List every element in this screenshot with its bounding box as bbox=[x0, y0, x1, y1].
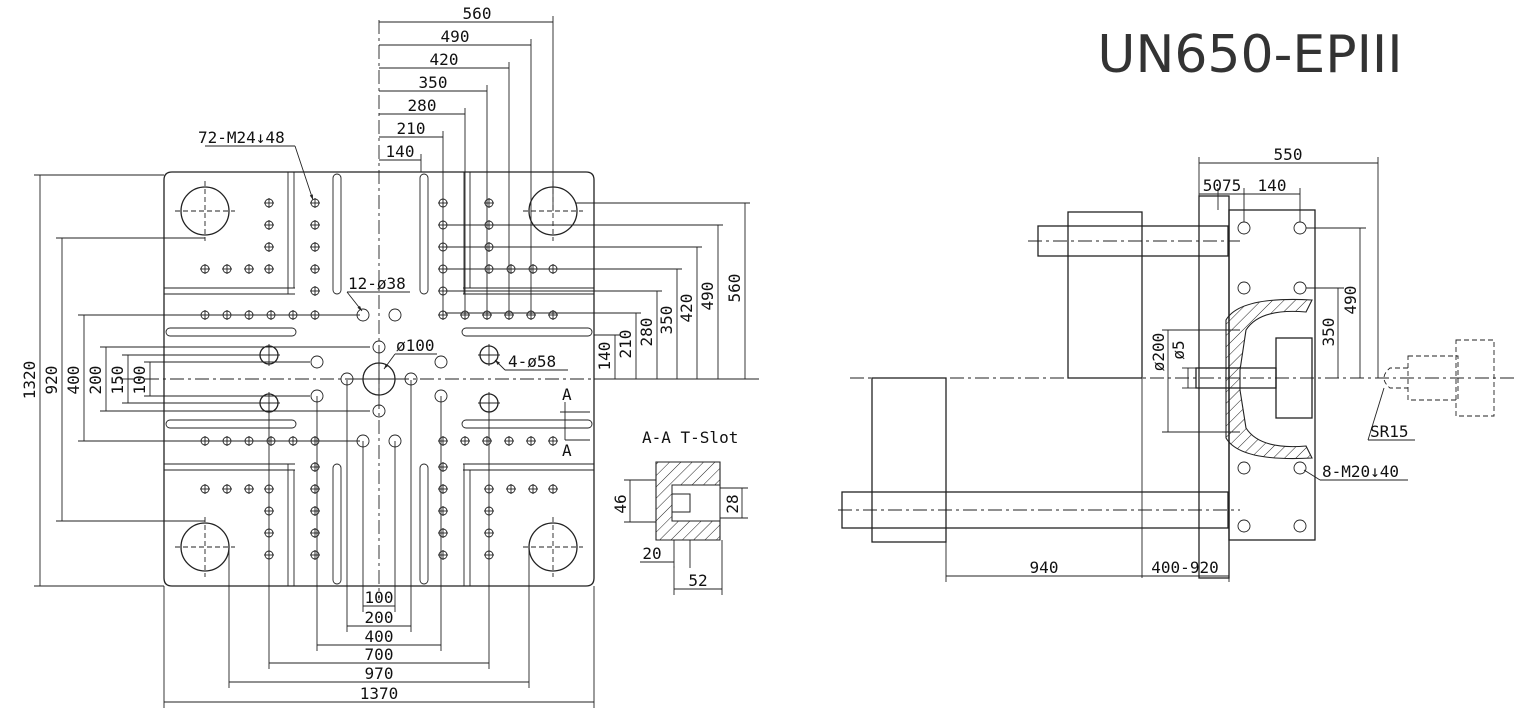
side-dimension-lines bbox=[945, 157, 1379, 582]
platen-holes-m20 bbox=[1237, 221, 1307, 533]
leader-100-arrow bbox=[383, 353, 396, 370]
center-hole-callout: ø100 bbox=[396, 336, 435, 355]
injection-unit bbox=[1407, 355, 1459, 401]
left-dim-200: 200 bbox=[86, 366, 105, 395]
fixed-platen-back bbox=[1198, 195, 1230, 579]
side-dim-400-920: 400-920 bbox=[1151, 558, 1218, 577]
top-dim-350: 350 bbox=[419, 73, 448, 92]
right-dim-420: 420 bbox=[677, 294, 696, 323]
drawing-title: UN650-EPIII bbox=[1097, 25, 1402, 85]
t-slot-neck bbox=[671, 493, 691, 513]
bottom-dim-970: 970 bbox=[365, 664, 394, 683]
top-dim-560: 560 bbox=[463, 4, 492, 23]
corner-hole-58 bbox=[478, 344, 500, 366]
tie-bar-hole bbox=[175, 517, 235, 577]
top-dimension-lines bbox=[379, 16, 554, 315]
right-dim-140: 140 bbox=[595, 342, 614, 371]
fixed-platen bbox=[1228, 209, 1316, 541]
leader-58-arrow bbox=[494, 359, 506, 371]
right-dim-490: 490 bbox=[698, 282, 717, 311]
top-dim-210: 210 bbox=[397, 119, 426, 138]
right-dimension-lines bbox=[445, 202, 750, 380]
platen-outline bbox=[163, 171, 595, 587]
t-slot-dim-20: 20 bbox=[642, 544, 661, 563]
leader-sr15-arrow bbox=[1367, 387, 1385, 441]
side-view: 550 5075 140 490 350 ø200 ø5 940 400-920… bbox=[838, 145, 1515, 582]
t-slot-title: A-A T-Slot bbox=[642, 428, 738, 447]
right-dim-560: 560 bbox=[725, 274, 744, 303]
side-dim-940: 940 bbox=[1030, 558, 1059, 577]
leader-m20-arrow bbox=[1303, 469, 1321, 481]
top-dim-420: 420 bbox=[430, 50, 459, 69]
section-label-top: A bbox=[562, 385, 572, 404]
side-dim-dia200: ø200 bbox=[1149, 333, 1168, 372]
side-dim-490: 490 bbox=[1341, 286, 1360, 315]
right-dim-350: 350 bbox=[657, 306, 676, 335]
corner-hole-callout: 4-ø58 bbox=[508, 352, 556, 371]
left-dim-1320: 1320 bbox=[20, 361, 39, 400]
left-dimension-lines bbox=[34, 174, 370, 587]
leader-thread-arrow bbox=[294, 145, 314, 201]
nozzle-tip bbox=[1383, 367, 1408, 389]
t-slot-section: A-A T-Slot 46 28 20 52 bbox=[611, 428, 748, 595]
bottom-dim-1370: 1370 bbox=[360, 684, 399, 703]
platen-hatch-section bbox=[1225, 298, 1313, 379]
right-dim-280: 280 bbox=[637, 318, 656, 347]
bottom-dimension-lines bbox=[163, 380, 595, 708]
small-hole-callout: 12-ø38 bbox=[348, 274, 406, 293]
top-dim-140: 140 bbox=[386, 142, 415, 161]
tie-bar-hole bbox=[175, 181, 235, 241]
side-dim-140: 140 bbox=[1258, 176, 1287, 195]
bottom-dim-400: 400 bbox=[365, 627, 394, 646]
moving-block-upper bbox=[1067, 211, 1143, 379]
left-dim-400: 400 bbox=[64, 366, 83, 395]
moving-block-lower bbox=[871, 377, 947, 543]
section-arrow: A A bbox=[560, 385, 590, 460]
top-dim-280: 280 bbox=[408, 96, 437, 115]
bottom-dim-200: 200 bbox=[365, 608, 394, 627]
tie-bar-hole bbox=[523, 517, 583, 577]
t-slot-lines bbox=[164, 172, 594, 586]
injection-barrel bbox=[1455, 339, 1495, 417]
center-hole bbox=[359, 359, 399, 399]
left-dim-150: 150 bbox=[108, 366, 127, 395]
section-label-bottom: A bbox=[562, 441, 572, 460]
t-slot-dim-28: 28 bbox=[723, 494, 742, 513]
t-slot-dim-46: 46 bbox=[611, 494, 630, 513]
t-slot-dim-lines bbox=[624, 479, 748, 595]
left-dim-920: 920 bbox=[42, 366, 61, 395]
top-dim-490: 490 bbox=[441, 27, 470, 46]
nozzle-radius-callout: SR15 bbox=[1370, 422, 1409, 441]
leader-38-arrow bbox=[346, 291, 363, 312]
side-dim-dia5: ø5 bbox=[1169, 340, 1188, 359]
side-dim-350: 350 bbox=[1319, 318, 1338, 347]
front-view: A A 560 490 420 350 280 210 140 bbox=[20, 4, 760, 708]
t-slot-dim-52: 52 bbox=[688, 571, 707, 590]
thread-hole-callout: 72-M24↓48 bbox=[198, 128, 285, 147]
side-dim-550: 550 bbox=[1274, 145, 1303, 164]
left-dim-100: 100 bbox=[130, 366, 149, 395]
platen-hatch-section-lower bbox=[1225, 377, 1313, 460]
bottom-dim-700: 700 bbox=[365, 645, 394, 664]
nozzle-stem bbox=[1195, 367, 1277, 389]
platen-hole-callout: 8-M20↓40 bbox=[1322, 462, 1399, 481]
bottom-dim-100: 100 bbox=[365, 588, 394, 607]
right-dim-210: 210 bbox=[616, 330, 635, 359]
side-dim-5075: 5075 bbox=[1203, 176, 1242, 195]
